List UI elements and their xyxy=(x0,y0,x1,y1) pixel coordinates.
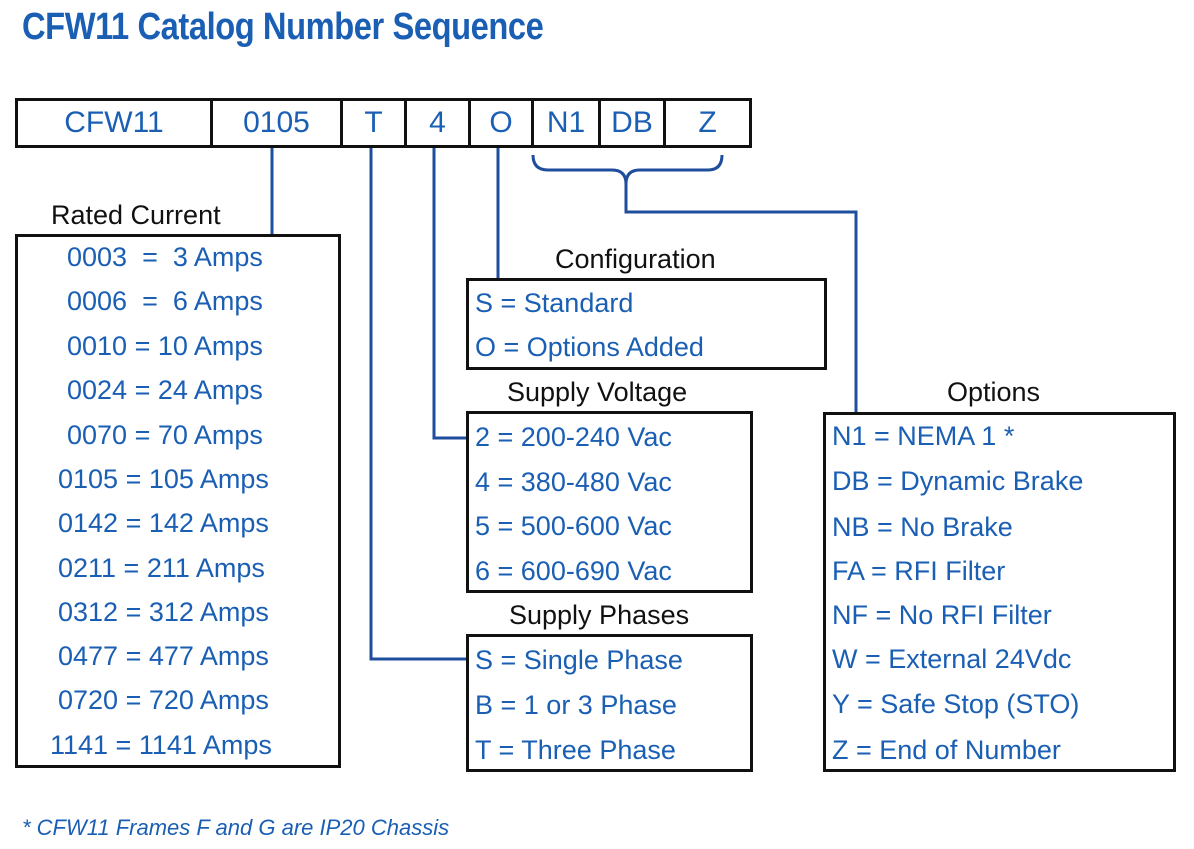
segment-series: CFW11 xyxy=(64,106,164,139)
segment-option-n1: N1 xyxy=(546,106,586,139)
supply-voltage-item: 2 = 200-240 Vac xyxy=(475,422,672,452)
rated-current-item: 0070 = 70 Amps xyxy=(67,420,263,450)
configuration-item: O = Options Added xyxy=(475,332,704,362)
segment-configuration: O xyxy=(489,106,513,139)
supply-voltage-item: 4 = 380-480 Vac xyxy=(475,467,672,497)
supply-phases-heading: Supply Phases xyxy=(509,600,690,630)
rated-current-item: 0003 = 3 Amps xyxy=(67,242,263,272)
segment-option-db: DB xyxy=(611,106,653,139)
rated-current-box: 0003 = 3 Amps 0006 = 6 Amps 0010 = 10 Am… xyxy=(15,234,341,768)
supply-phases-item: T = Three Phase xyxy=(475,735,676,765)
options-item: NB = No Brake xyxy=(832,512,1013,542)
configuration-box: S = Standard O = Options Added xyxy=(466,278,827,370)
options-box: N1 = NEMA 1 * DB = Dynamic Brake NB = No… xyxy=(823,412,1176,772)
segment-current: 0105 xyxy=(243,106,310,139)
rated-current-item: 0105 = 105 Amps xyxy=(58,464,269,494)
footnote: * CFW11 Frames F and G are IP20 Chassis xyxy=(22,815,450,840)
options-item: W = External 24Vdc xyxy=(832,644,1072,674)
supply-voltage-connector xyxy=(432,148,468,440)
rated-current-heading: Rated Current xyxy=(51,200,221,230)
supply-phases-connector xyxy=(369,148,468,661)
catalog-number-bar: CFW11 0105 T 4 O N1 DB Z xyxy=(15,98,752,148)
rated-current-item: 0142 = 142 Amps xyxy=(58,508,269,538)
supply-phases-item: S = Single Phase xyxy=(475,645,683,675)
supply-voltage-heading: Supply Voltage xyxy=(507,377,688,407)
supply-phases-item: B = 1 or 3 Phase xyxy=(475,690,677,720)
supply-phases-box: S = Single Phase B = 1 or 3 Phase T = Th… xyxy=(466,634,753,772)
options-item: FA = RFI Filter xyxy=(832,556,1006,586)
options-item: NF = No RFI Filter xyxy=(832,600,1052,630)
supply-voltage-item: 5 = 500-600 Vac xyxy=(475,511,672,541)
configuration-item: S = Standard xyxy=(475,288,634,318)
supply-voltage-item: 6 = 600-690 Vac xyxy=(475,556,672,586)
options-item: DB = Dynamic Brake xyxy=(832,466,1084,496)
rated-current-item: 0006 = 6 Amps xyxy=(67,286,263,316)
rated-current-item: 0477 = 477 Amps xyxy=(58,641,269,671)
options-item: Z = End of Number xyxy=(832,735,1061,765)
segment-voltage: 4 xyxy=(429,106,446,139)
options-item: N1 = NEMA 1 * xyxy=(832,421,1015,451)
options-item: Y = Safe Stop (STO) xyxy=(832,689,1080,719)
rated-current-item: 0010 = 10 Amps xyxy=(67,331,263,361)
rated-current-item: 0720 = 720 Amps xyxy=(58,685,269,715)
rated-current-item: 0312 = 312 Amps xyxy=(58,597,269,627)
rated-current-item: 1141 = 1141 Amps xyxy=(50,730,272,760)
rated-current-item: 0024 = 24 Amps xyxy=(67,375,263,405)
options-brace xyxy=(531,154,724,185)
segment-option-z: Z xyxy=(698,106,717,139)
supply-voltage-box: 2 = 200-240 Vac 4 = 380-480 Vac 5 = 500-… xyxy=(466,411,753,593)
options-connector xyxy=(624,184,858,414)
configuration-heading: Configuration xyxy=(555,244,716,274)
options-heading: Options xyxy=(947,377,1041,407)
rated-current-item: 0211 = 211 Amps xyxy=(58,553,265,583)
segment-phases: T xyxy=(364,106,383,139)
page-title: CFW11 Catalog Number Sequence xyxy=(22,6,544,48)
